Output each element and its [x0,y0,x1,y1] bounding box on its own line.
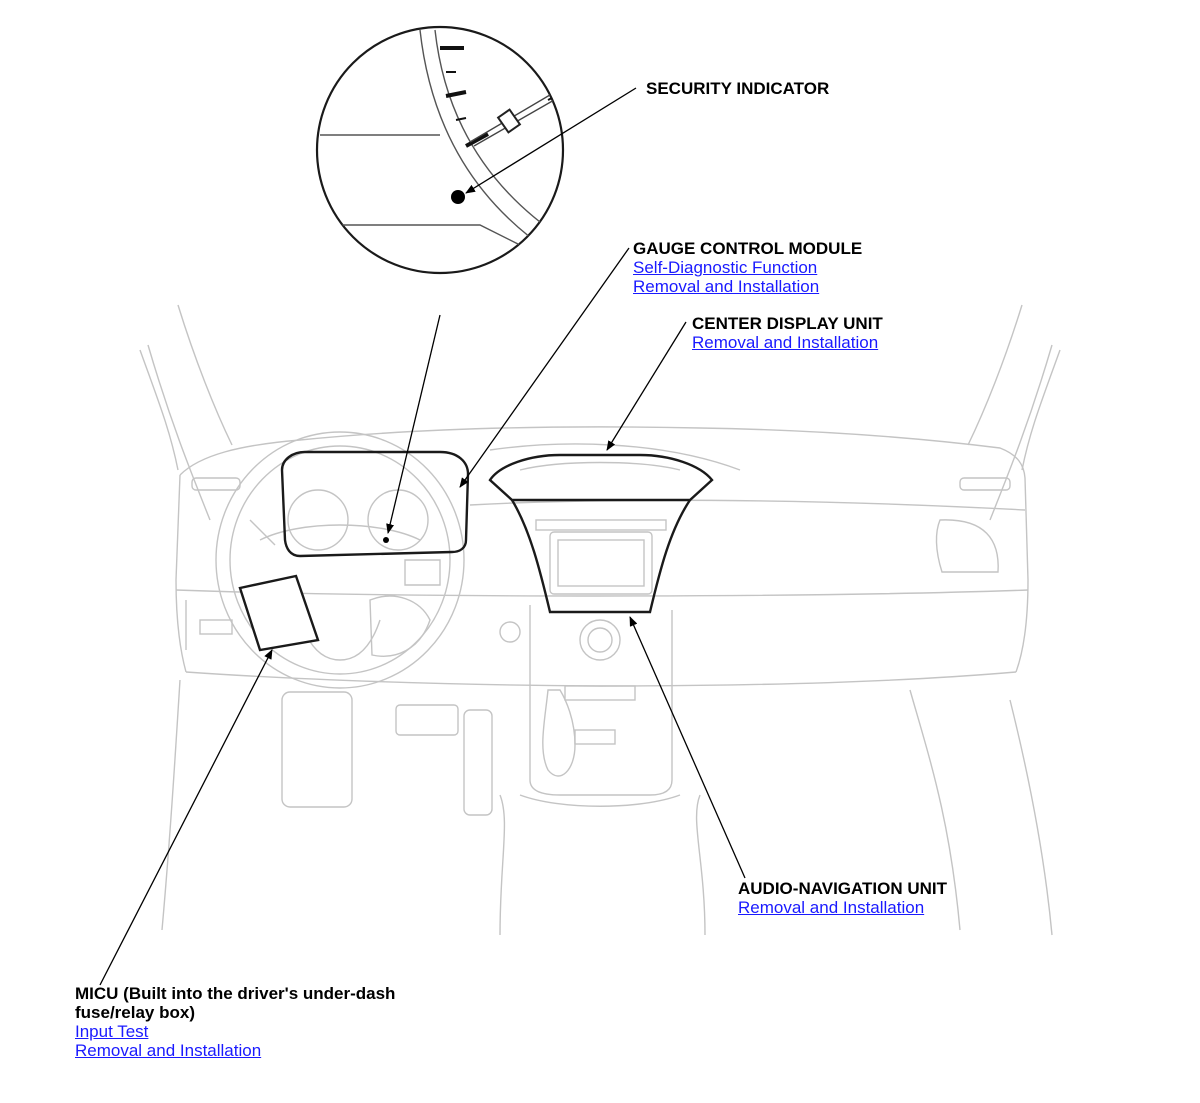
audio-navigation-unit-title: AUDIO-NAVIGATION UNIT [738,879,948,898]
micu-title-line2: fuse/relay box) [75,1003,195,1022]
security-indicator-title: SECURITY INDICATOR [646,79,830,98]
center-display-unit [488,453,714,614]
steering-wheel [215,431,465,689]
callout-security-indicator: SECURITY INDICATOR [646,79,829,98]
callout-audio-navigation-unit: AUDIO-NAVIGATION UNIT Removal and Instal… [738,879,947,917]
micu-removal-installation-link[interactable]: Removal and Installation [75,1041,262,1060]
gauge-removal-installation-link[interactable]: Removal and Installation [633,277,820,296]
floor-and-console [281,605,706,936]
callout-gauge-control-module: GAUGE CONTROL MODULE Self-Diagnostic Fun… [633,239,862,296]
micu-input-test-link[interactable]: Input Test [75,1022,149,1041]
callout-center-display-unit: CENTER DISPLAY UNIT Removal and Installa… [692,314,883,352]
gauge-zoom-circle [315,25,565,275]
gauge-control-module [280,450,470,558]
self-diagnostic-function-link[interactable]: Self-Diagnostic Function [633,258,818,277]
callout-micu: MICU (Built into the driver's under-dash… [75,984,395,1060]
gauge-control-module-title: GAUGE CONTROL MODULE [633,239,863,258]
dashboard-outline [161,426,1053,936]
audio-nav-removal-installation-link[interactable]: Removal and Installation [738,898,925,917]
micu-fuse-relay-box [238,574,320,652]
micu-title-line1: MICU (Built into the driver's under-dash [75,984,396,1003]
leader-lines [99,87,746,986]
a-pillar-right [967,304,1061,521]
center-display-unit-title: CENTER DISPLAY UNIT [692,314,883,333]
a-pillar-left [139,304,233,521]
audio-navigation-unit [535,519,667,595]
center-display-removal-installation-link[interactable]: Removal and Installation [692,333,879,352]
security-indicator-dot [383,537,389,543]
security-indicator-zoom-dot [451,190,465,204]
